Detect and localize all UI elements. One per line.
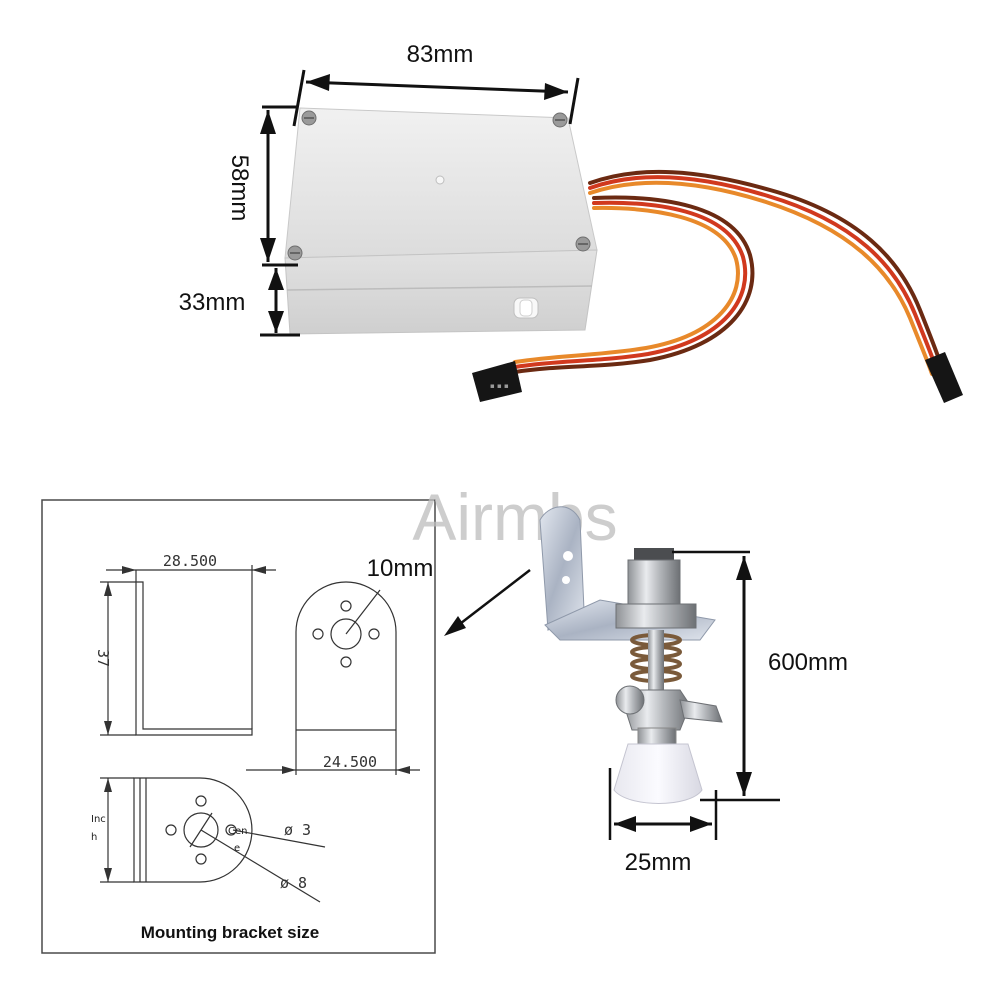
large-hole-label: ø 8 bbox=[280, 874, 307, 892]
suction-cup-assembly bbox=[539, 506, 723, 804]
servo-connector-icon bbox=[925, 352, 963, 403]
height-label: 33mm bbox=[179, 289, 246, 316]
servo-connector-icon: ▪ ▪ ▪ bbox=[472, 361, 522, 402]
cup-diameter-label: 25mm bbox=[625, 849, 692, 876]
arrow-pointer-icon bbox=[444, 569, 531, 636]
dimension-depth: 58mm bbox=[226, 105, 298, 267]
bracket-height-label: 37 bbox=[94, 649, 112, 667]
dimension-width: 83mm bbox=[292, 41, 580, 127]
bracket-width-label: 28.500 bbox=[163, 552, 217, 570]
drawing-frame bbox=[41, 499, 436, 954]
bracket-front-view bbox=[246, 581, 420, 775]
dimension-height: 33mm bbox=[179, 268, 300, 337]
svg-text:▪ ▪ ▪: ▪ ▪ ▪ bbox=[490, 382, 509, 390]
depth-label: 58mm bbox=[226, 155, 253, 222]
dimension-cup-diameter: 25mm bbox=[608, 768, 718, 876]
center-label-top: Cen bbox=[228, 826, 247, 837]
plate-width-label: 24.500 bbox=[323, 753, 377, 771]
bracket-bottom-view bbox=[100, 777, 326, 903]
side-label-bottom: h bbox=[91, 832, 97, 843]
small-hole-label: ø 3 bbox=[284, 821, 311, 839]
drawing-caption: Mounting bracket size bbox=[141, 923, 320, 942]
width-label: 83mm bbox=[407, 41, 474, 68]
watermark: Airmbs bbox=[412, 480, 617, 554]
screw-icon bbox=[575, 236, 591, 252]
dimension-cup-height: 600mm bbox=[672, 550, 848, 802]
center-label-bottom: e bbox=[234, 843, 240, 854]
screw-icon bbox=[552, 112, 568, 128]
cup-height-label: 600mm bbox=[768, 649, 848, 676]
bracket-side-view bbox=[100, 565, 276, 736]
side-label-top: Inc bbox=[91, 814, 106, 825]
hole-diameter-label: 10mm bbox=[367, 555, 434, 582]
pump-box bbox=[284, 107, 598, 335]
servo-wires bbox=[513, 169, 944, 376]
screw-icon bbox=[287, 245, 303, 261]
screw-icon bbox=[301, 110, 317, 126]
